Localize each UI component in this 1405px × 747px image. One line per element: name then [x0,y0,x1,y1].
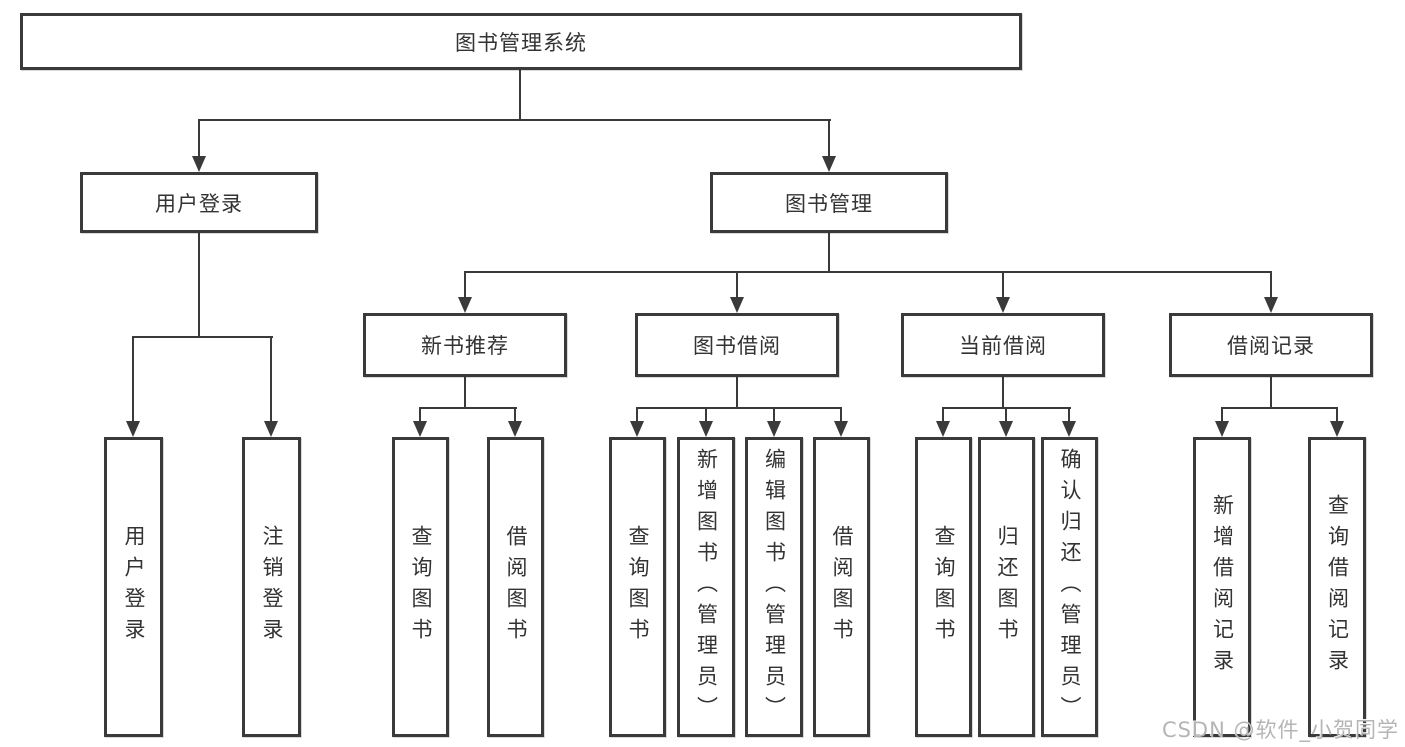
csdn-watermark: CSDN @软件_小贺同学 [1161,718,1399,742]
node-user-login: 用户登录 [80,172,318,233]
leaf-return-books: 归还图书 [978,437,1035,737]
node-library-management-system: 图书管理系统 [20,13,1022,70]
connector-line [198,119,831,121]
leaf-query-books-borrow: 查询图书 [609,437,666,737]
node-borrowing-records: 借阅记录 [1169,313,1373,377]
connector-line [1221,407,1338,409]
arrowhead-down-icon [1264,297,1278,313]
connector-line [636,407,842,409]
arrowhead-down-icon [822,156,836,172]
connector-line [1068,407,1070,422]
connector-line [1270,377,1272,408]
connector-line [942,407,944,422]
connector-line [1002,377,1004,408]
connector-line [132,336,134,422]
leaf-query-books-current: 查询图书 [915,437,972,737]
connector-line [736,271,738,298]
arrowhead-down-icon [767,421,781,437]
node-book-management: 图书管理 [710,172,948,233]
arrowhead-down-icon [630,421,644,437]
arrowhead-down-icon [1062,421,1076,437]
arrowhead-down-icon [413,421,427,437]
connector-line [464,271,466,298]
node-new-book-recommendation: 新书推荐 [363,313,567,377]
connector-line [636,407,638,422]
arrowhead-down-icon [1330,421,1344,437]
connector-line [1336,407,1338,422]
leaf-query-books-recommend: 查询图书 [392,437,449,737]
arrowhead-down-icon [936,421,950,437]
arrowhead-down-icon [730,297,744,313]
connector-line [419,407,421,422]
node-book-borrowing: 图书借阅 [635,313,839,377]
connector-line [270,336,272,422]
connector-line [773,407,775,422]
connector-line [1005,407,1007,422]
arrowhead-down-icon [508,421,522,437]
leaf-borrow-books-recommend: 借阅图书 [487,437,544,737]
arrowhead-down-icon [126,421,140,437]
connector-line [464,377,466,408]
connector-line [1221,407,1223,422]
arrowhead-down-icon [996,297,1010,313]
connector-line [736,377,738,408]
connector-line [705,407,707,422]
connector-line [519,70,521,120]
arrowhead-down-icon [699,421,713,437]
connector-line [132,336,273,338]
leaf-edit-books-admin: 编辑图书（管理员） [745,437,803,737]
arrowhead-down-icon [834,421,848,437]
connector-line [419,407,517,409]
arrowhead-down-icon [192,156,206,172]
leaf-confirm-return-admin: 确认归还（管理员） [1041,437,1098,737]
leaf-user-login: 用户登录 [104,437,163,737]
leaf-add-books-admin: 新增图书（管理员） [677,437,735,737]
connector-line [828,233,830,273]
leaf-add-borrow-record: 新增借阅记录 [1193,437,1251,737]
arrowhead-down-icon [458,297,472,313]
connector-line [828,119,830,157]
connector-line [464,271,1272,273]
arrowhead-down-icon [1215,421,1229,437]
arrowhead-down-icon [264,421,278,437]
leaf-query-borrow-record: 查询借阅记录 [1308,437,1366,737]
connector-line [1002,271,1004,298]
connector-line [514,407,516,422]
node-current-borrowing: 当前借阅 [901,313,1105,377]
connector-line [840,407,842,422]
connector-line [198,233,200,337]
connector-line [1270,271,1272,298]
leaf-logout: 注销登录 [242,437,301,737]
leaf-borrow-books: 借阅图书 [813,437,870,737]
connector-line [198,119,200,157]
arrowhead-down-icon [999,421,1013,437]
